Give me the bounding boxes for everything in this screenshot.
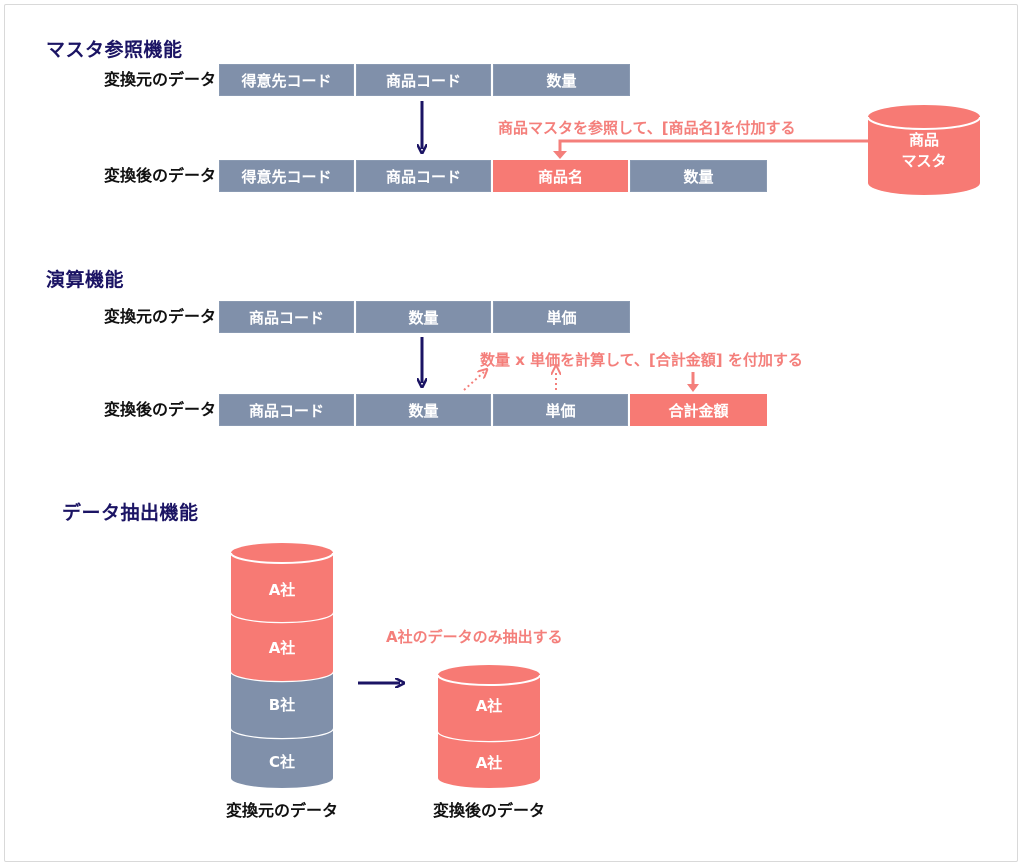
extract-note: A社のデータのみ抽出する [386, 628, 563, 646]
extract-result-label: 変換後のデータ [432, 801, 545, 820]
master-db-label-2: マスタ [901, 152, 947, 170]
extract-source-label: 変換元のデータ [225, 801, 338, 820]
extract-source-stack [229, 543, 335, 788]
source-stack-item-4: C社 [268, 753, 295, 771]
calc-result-cell-2: 数量 [356, 394, 493, 426]
calc-section-title: 演算機能 [46, 269, 125, 291]
calc-total-arrowhead [687, 384, 699, 392]
calc-result-label: 変換後のデータ [103, 400, 216, 419]
master-source-label: 変換元のデータ [103, 70, 216, 89]
extract-section-title: データ抽出機能 [62, 502, 199, 524]
calc-result-cell-1: 商品コード [219, 394, 356, 426]
master-db-label-1: 商品 [908, 131, 939, 149]
master-result-cell-2: 商品コード [356, 160, 493, 192]
calc-source-cell-3: 単価 [493, 301, 630, 333]
master-source-cell-3: 数量 [493, 64, 630, 96]
calc-result-bar: 商品コード 数量 単価 合計金額 [219, 394, 767, 426]
calc-source-cell-2: 数量 [356, 301, 493, 333]
calc-result-cell-3: 単価 [493, 394, 630, 426]
master-result-cell-3: 商品名 [493, 160, 630, 192]
master-result-bar: 得意先コード 商品コード 商品名 数量 [219, 160, 767, 192]
master-db-icon [867, 105, 981, 195]
calc-source-label: 変換元のデータ [103, 307, 216, 326]
calc-source-bar: 商品コード 数量 単価 [219, 301, 630, 333]
calc-source-cell-1: 商品コード [219, 301, 356, 333]
master-lookup-line [558, 139, 872, 153]
master-source-cell-2: 商品コード [356, 64, 493, 96]
master-source-bar: 得意先コード 商品コード 数量 [219, 64, 630, 96]
master-result-cell-4: 数量 [630, 160, 767, 192]
master-result-label: 変換後のデータ [103, 166, 216, 185]
source-stack-item-1: A社 [268, 581, 296, 599]
calc-qty-arrow [463, 372, 484, 391]
source-stack-item-3: B社 [268, 696, 296, 714]
calc-note: 数量 x 単価を計算して、[合計金額] を付加する [480, 351, 803, 369]
calc-result-cell-4: 合計金額 [630, 394, 767, 426]
result-stack-item-1: A社 [475, 697, 503, 715]
master-source-cell-1: 得意先コード [219, 64, 356, 96]
master-section-title: マスタ参照機能 [46, 39, 183, 61]
source-stack-item-2: A社 [268, 639, 296, 657]
master-result-cell-1: 得意先コード [219, 160, 356, 192]
master-lookup-arrowhead [553, 151, 567, 159]
result-stack-item-2: A社 [475, 754, 503, 772]
master-note: 商品マスタを参照して、[商品名]を付加する [498, 119, 796, 137]
extract-result-stack [436, 665, 542, 788]
diagram-frame [4, 4, 1018, 862]
